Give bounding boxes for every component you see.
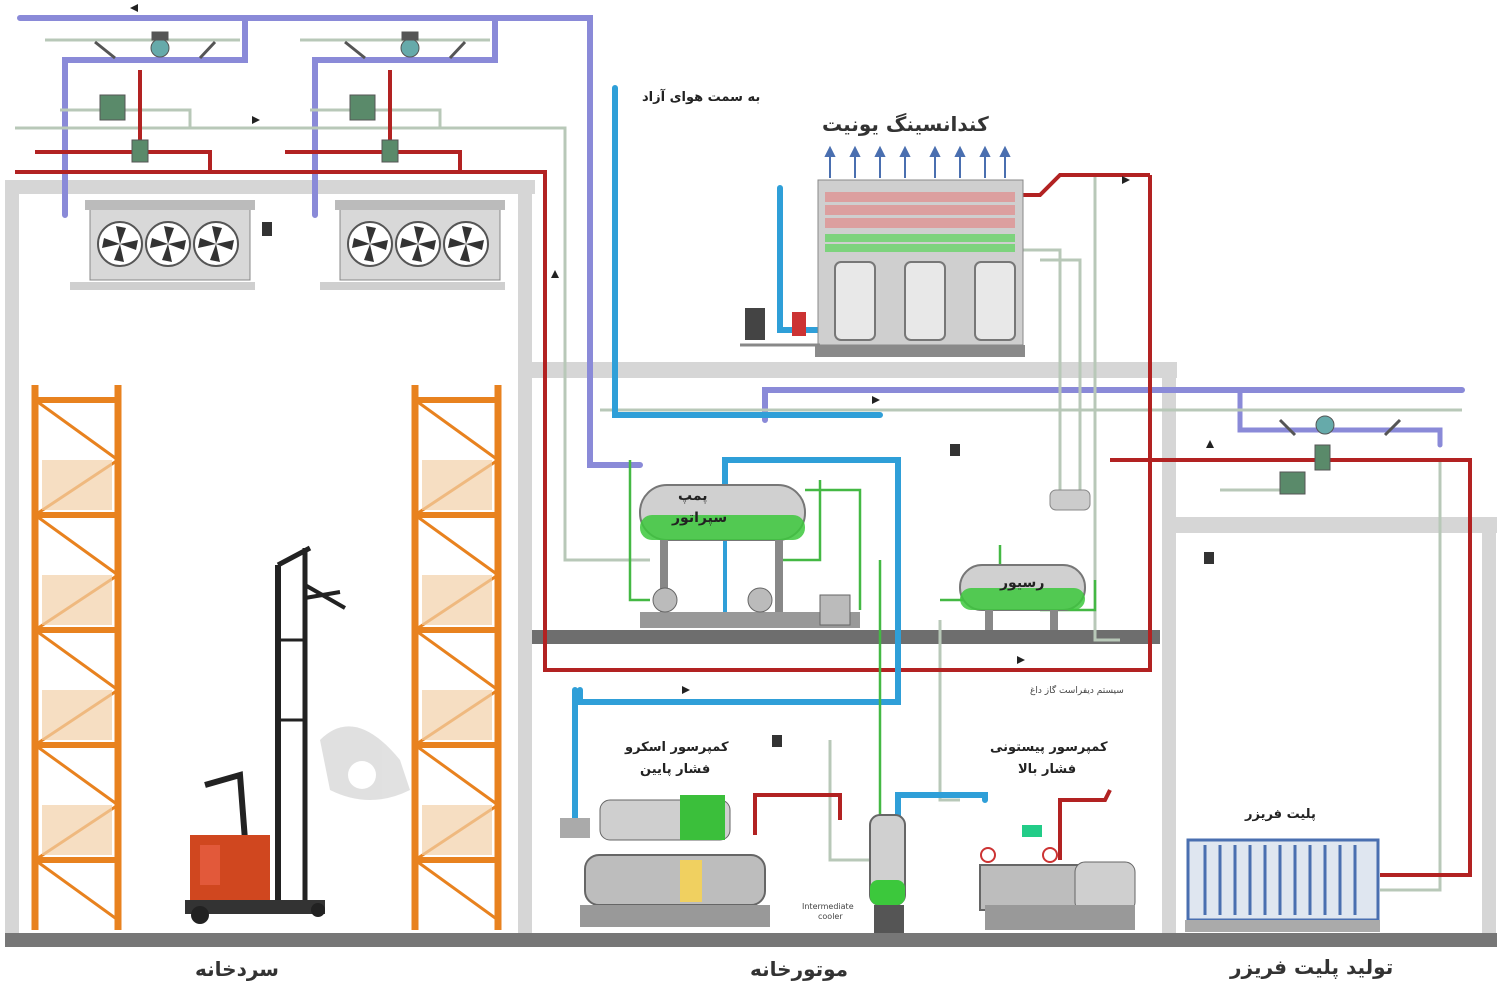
forklift-icon xyxy=(185,545,346,924)
fan-icon xyxy=(97,221,143,267)
fan-icon xyxy=(193,221,239,267)
fan-icon xyxy=(145,221,191,267)
valve-icon xyxy=(344,31,467,163)
screw-compressor xyxy=(560,795,770,927)
receiver-label: رسیور xyxy=(1000,575,1045,591)
thermostat-icon xyxy=(262,222,272,236)
vent-to-air-label: به سمت هوای آزاد xyxy=(642,90,761,105)
piston-compressor xyxy=(979,825,1136,930)
arrow-icon xyxy=(130,4,1214,694)
hot-gas-pipes xyxy=(15,70,1472,877)
suction-pipes xyxy=(17,15,1465,468)
section-label-cold-storage: سردخانه xyxy=(195,957,279,981)
thermostat-icon xyxy=(772,735,782,747)
plate-freezer xyxy=(1185,838,1380,932)
section-label-plate-freezer-production: تولید پلیت فریزر xyxy=(1230,955,1394,979)
return-pipes xyxy=(15,38,1462,892)
thermostat-icon xyxy=(950,444,960,456)
intermediate-cooler xyxy=(869,814,906,933)
condensing-unit-label: کندانسینگ یونیت xyxy=(822,112,989,136)
valve-icon xyxy=(94,31,217,163)
piston-compressor-label-2: فشار بالا xyxy=(1018,762,1077,777)
pump-separator xyxy=(639,484,860,628)
piston-compressor-label-1: کمپرسور پیستونی xyxy=(990,740,1108,755)
receiver xyxy=(959,489,1091,630)
screw-compressor-label-1: کمپرسور اسکرو xyxy=(625,740,729,755)
section-label-engine-room: موتورخانه xyxy=(750,957,849,981)
plate-freezer-label: پلیت فریزر xyxy=(1245,807,1316,822)
fan-icon xyxy=(395,221,441,267)
pump-separator-label-1: پمپ xyxy=(678,488,708,504)
liquid-pipes xyxy=(572,85,988,833)
fan-icon xyxy=(443,221,489,267)
pallet-rack-right xyxy=(411,385,502,930)
evaporator-right xyxy=(320,200,505,290)
building-structure xyxy=(5,180,1497,947)
evaporator-left xyxy=(70,200,255,290)
intermediate-cooler-label-1: Intermediate xyxy=(802,902,854,911)
screw-compressor-label-2: فشار پایین xyxy=(640,762,711,777)
watermark-logo xyxy=(320,726,410,800)
condensing-unit xyxy=(740,145,1025,357)
fan-icon xyxy=(347,221,393,267)
intermediate-cooler-label-2: cooler xyxy=(818,912,843,921)
valve-icon xyxy=(1278,415,1402,495)
pump-separator-label-2: سپراتور xyxy=(672,510,728,526)
pallet-rack-left xyxy=(31,385,122,930)
thermostat-icon xyxy=(1204,552,1214,564)
hot-gas-defrost-label: سیستم دیفراست گاز داغ xyxy=(1030,686,1124,696)
